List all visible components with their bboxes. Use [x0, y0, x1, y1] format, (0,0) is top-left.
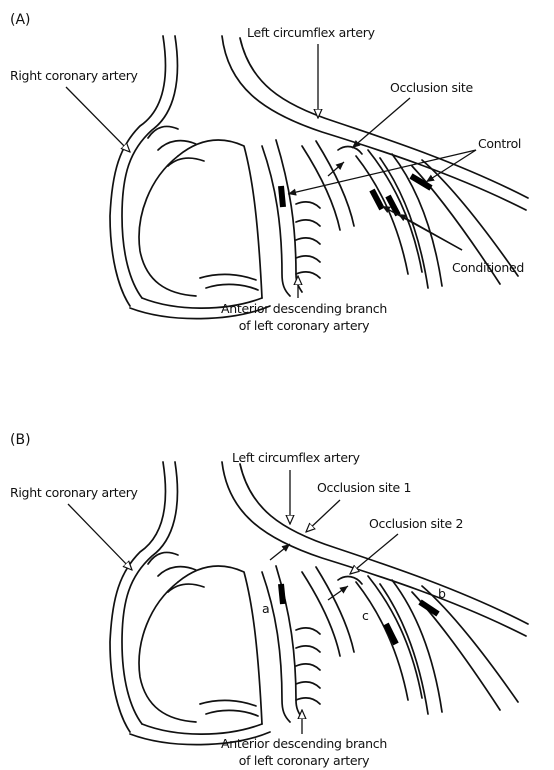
label-anterior-descending-line2-a: of left coronary artery	[239, 318, 370, 333]
panel-b-letter: (B)	[10, 432, 31, 448]
arrow-conditioned-2	[398, 214, 462, 250]
label-segment-c: c	[362, 608, 369, 623]
label-occlusion-site: Occlusion site	[390, 80, 473, 95]
label-segment-b: b	[438, 586, 446, 601]
arrow-occlusion-1-short	[270, 544, 290, 560]
arrow-right-coronary-b	[68, 504, 132, 570]
label-right-coronary-artery-a: Right coronary artery	[10, 68, 139, 83]
arrow-occlusion-site-2	[350, 534, 398, 574]
label-occlusion-site-1: Occlusion site 1	[317, 480, 411, 495]
label-occlusion-site-2: Occlusion site 2	[369, 516, 463, 531]
panel-a	[110, 36, 528, 319]
arrow-occlusion-site	[352, 98, 410, 148]
arrow-control-to-left	[288, 150, 476, 194]
segment-control-marker	[411, 176, 431, 188]
label-right-coronary-artery-b: Right coronary artery	[10, 485, 139, 500]
segment-a-marker	[281, 584, 283, 604]
panel-b	[110, 462, 528, 745]
segment-left-marker	[281, 186, 283, 207]
label-left-circumflex-artery-a: Left circumflex artery	[247, 25, 376, 40]
panel-a-letter: (A)	[10, 12, 31, 28]
arrow-right-coronary-a	[66, 87, 130, 152]
label-segment-a: a	[262, 601, 269, 616]
label-control: Control	[478, 136, 521, 151]
label-anterior-descending-line1-b: Anterior descending branch	[221, 736, 387, 751]
label-left-circumflex-artery-b: Left circumflex artery	[232, 450, 361, 465]
arrow-occlusion-site-1	[306, 500, 340, 532]
label-conditioned: Conditioned	[452, 260, 524, 275]
label-anterior-descending-line1-a: Anterior descending branch	[221, 301, 387, 316]
label-anterior-descending-line2-b: of left coronary artery	[239, 753, 370, 768]
